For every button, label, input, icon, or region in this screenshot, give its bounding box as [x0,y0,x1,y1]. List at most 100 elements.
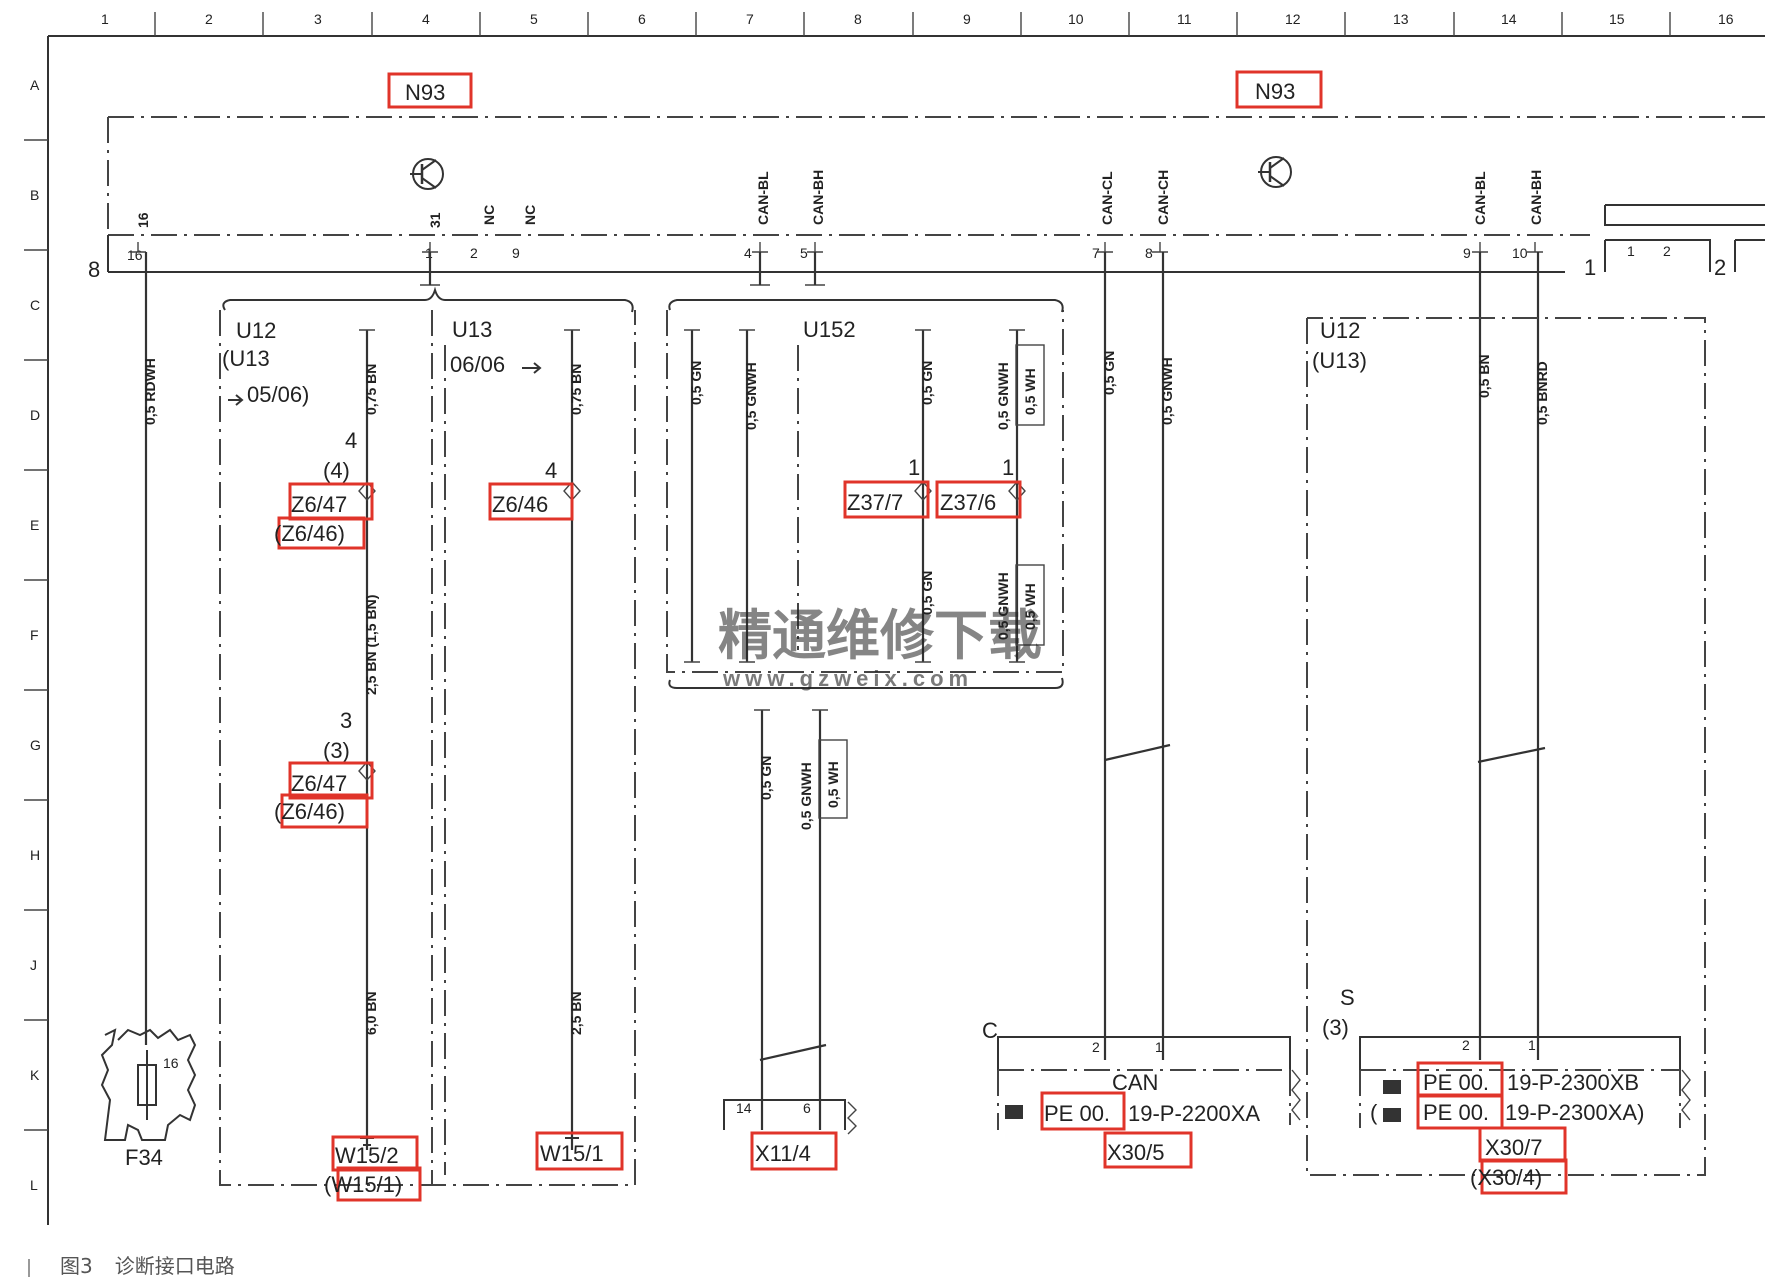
n93-left-box [387,72,473,109]
pin-2: 2 [470,245,478,261]
caption-bar [28,1258,30,1277]
wire-label: 0,5 RDWH [142,358,158,425]
u12-left-label: U12 [236,318,276,343]
row-d: D [30,407,40,423]
ground-box [1480,1158,1568,1195]
ground-box [750,1131,838,1171]
row-h: H [30,847,40,863]
splice-label: (Z6/46) [274,799,345,824]
row-b: B [30,187,39,203]
col-14: 14 [1501,11,1517,27]
ground-box [336,1166,422,1202]
x11-pin: 6 [803,1100,811,1116]
col-16: 16 [1718,11,1734,27]
wire-label: 6,0 BN [363,991,379,1035]
ground-box [535,1131,624,1171]
pe-code: PE 00. [1044,1101,1110,1126]
watermark-cn: 精通维修下载 [718,606,1042,666]
paren-open: ( [1370,1100,1378,1125]
x30b-pin: 2 [1462,1037,1470,1053]
s3-label: (3) [1322,1015,1349,1040]
row-e: E [30,517,39,533]
x11-connector: 14 6 X11/4 [723,1099,857,1171]
col-2: 2 [205,11,213,27]
col-12: 12 [1285,11,1301,27]
pin-name-nc1: NC [481,205,497,225]
x30-5-connector: C 2 1 CAN PE 00. 19-P-2200XA X30/5 [982,1018,1301,1169]
col-4: 4 [422,11,430,27]
wire-label: 0,5 GNWH [798,762,814,830]
splice-box [488,482,574,521]
wire-label: 0,5 WH [1022,583,1038,630]
wire-label: 0,5 GNWH [743,362,759,430]
wire-label: 0,5 BNRD [1534,361,1550,425]
wire-label: 0,5 GNWH [995,572,1011,640]
splice-label: Z6/47 [291,492,347,517]
pe-box [1416,1093,1504,1130]
wire-label: 0,5 GN [919,571,935,615]
ground-label: X11/4 [755,1141,811,1166]
pin-end-1: 1 [1584,255,1596,280]
splice-icon [1008,480,1026,502]
row-a: A [30,77,40,93]
row-ruler: A B C D E F G H J K L [24,77,48,1193]
col-11: 11 [1177,11,1192,27]
caption-figure-no: 图3 [60,1254,93,1278]
wire-label: 0,5 GN [919,361,935,405]
ground-label: X30/5 [1107,1140,1165,1165]
f34-pin: 16 [163,1055,179,1071]
splice-num: 1 [1002,455,1014,480]
x30-7-connector: S (3) 2 1 PE 00. 19-P-2300XB ( PE 00. 19… [1322,985,1691,1195]
splice-label: Z6/46 [492,492,548,517]
wires [144,252,1546,1150]
f34-fuse-block: 16 F34 [100,1028,197,1170]
ground-label: (X30/4) [1470,1165,1542,1190]
col-1: 1 [101,11,109,27]
wire-label: 0,5 GNWH [1159,357,1175,425]
pin-a-label: 8 [88,257,100,282]
pin-end-2: 2 [1714,255,1726,280]
u12-right-label: U12 [1320,318,1360,343]
wire-label: 0,5 GN [1101,351,1117,395]
wire-label: 0,5 BN [1476,354,1492,398]
wire-label: 0,5 WH [825,761,841,808]
n93-module: N93 N93 1 2 1 2 8 [88,70,1765,282]
pin-5: 5 [800,245,808,261]
ground-box [1103,1131,1193,1169]
pin-name-can-bh-2: CAN-BH [1528,170,1544,225]
component-icon [1005,1105,1023,1119]
pe-rest: 19-P-2300XB [1507,1070,1639,1095]
col-5: 5 [530,11,538,27]
ground-label: X30/7 [1485,1135,1543,1160]
splice-label: Z6/47 [291,771,347,796]
splice-box [277,516,366,550]
wire-label: 0,5 GNWH [995,362,1011,430]
wire-label: 0,5 GN [758,756,774,800]
pe-code: PE 00. [1423,1070,1489,1095]
pin-name-nc2: NC [522,205,538,225]
watermark-url: www.gzweix.com [722,666,973,691]
col-8: 8 [854,11,862,27]
caption-title: 诊断接口电路 [114,1254,235,1278]
row-l: L [30,1177,38,1193]
splice-label: Z37/6 [940,490,996,515]
u13-left-label: (U13 [222,346,270,371]
ground-label: W15/2 [335,1143,399,1168]
x30b-pin: 1 [1528,1037,1536,1053]
wire-label: 0,75 BN [363,364,379,415]
wire-label: 0,75 BN [568,364,584,415]
x11-pin: 14 [736,1100,752,1116]
pin-end-inner-2: 2 [1663,243,1671,259]
pin-9: 9 [512,245,520,261]
transistor-icon [1258,156,1292,188]
row-j: J [30,957,37,973]
u13-left-range: 05/06) [247,382,309,407]
wire-label: 0,5 WH [1022,368,1038,415]
n93-right-box [1235,70,1323,109]
pe-code: PE 00. [1423,1100,1489,1125]
splice-num: 3 [340,708,352,733]
column-ruler: 1 2 3 4 5 6 7 8 9 10 11 12 13 14 15 16 [101,11,1734,36]
pin-4: 4 [744,245,752,261]
figure-caption: 图3 诊断接口电路 [28,1250,235,1279]
splice-num: (4) [323,458,350,483]
